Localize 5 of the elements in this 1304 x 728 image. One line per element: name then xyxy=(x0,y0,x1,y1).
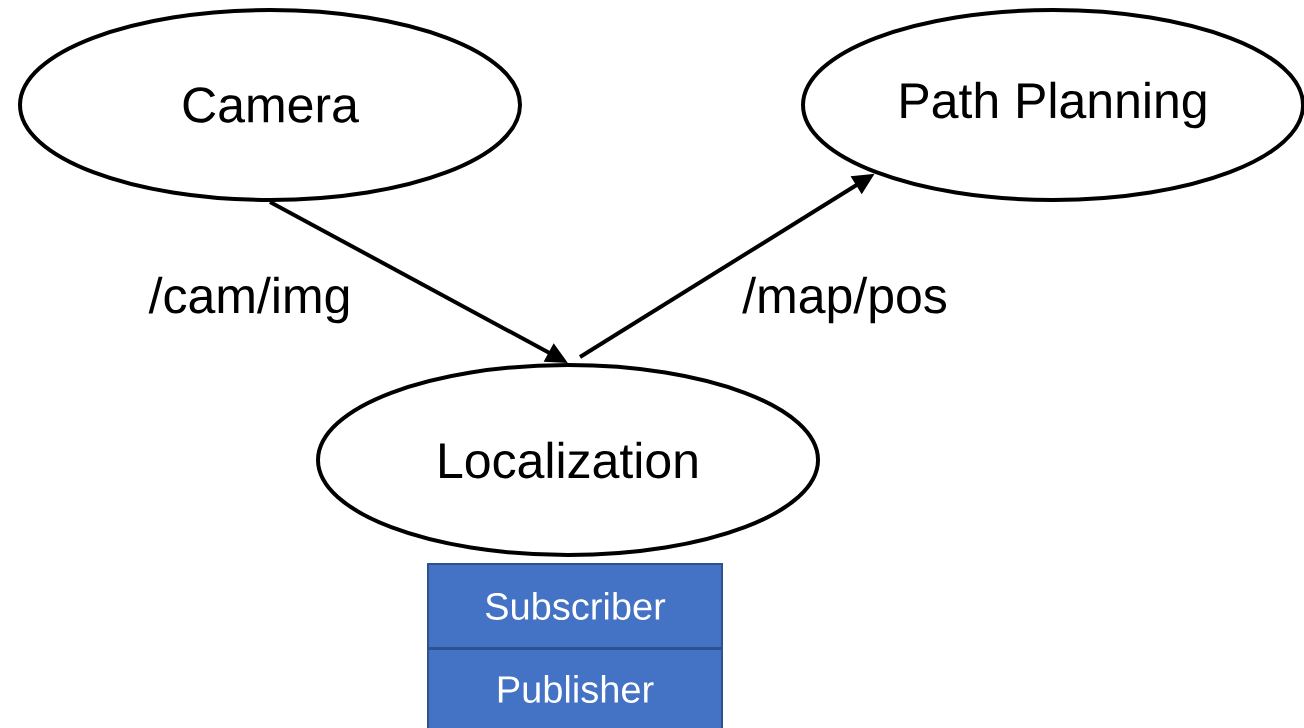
edge-label: /cam/img xyxy=(146,274,354,326)
stack-box: Publisher xyxy=(427,648,723,728)
edge-label: /map/pos xyxy=(740,274,950,326)
node-label: Publisher xyxy=(498,675,654,703)
stack-box: Subscriber xyxy=(427,563,723,649)
